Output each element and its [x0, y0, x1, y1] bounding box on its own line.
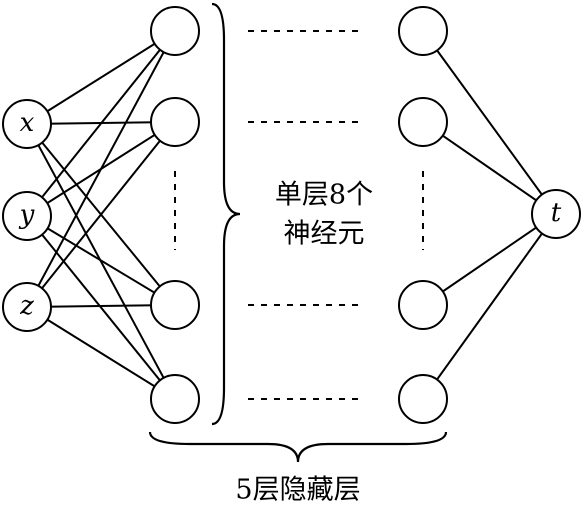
- input-labels: x y z: [19, 108, 35, 321]
- dotted-continuations: [174, 30, 424, 400]
- hidden-layers-label: 5层隐藏层: [235, 475, 360, 506]
- input-node-2: [2, 282, 52, 332]
- first-hidden-node-3: [150, 374, 200, 424]
- input-label-y: y: [19, 200, 35, 230]
- input-label-x: x: [20, 108, 35, 138]
- output-node: [531, 189, 581, 239]
- edge-input-1-hidden-3: [26, 215, 176, 400]
- layer-size-label-line1: 单层8个: [275, 180, 373, 211]
- last-hidden-node-2: [398, 280, 448, 330]
- edge-hidden-1-output: [422, 121, 557, 215]
- edge-hidden-3-output: [422, 213, 557, 400]
- last-hidden-node-1: [398, 97, 448, 147]
- first-hidden-node-1: [150, 97, 200, 147]
- edge-hidden-2-output: [422, 213, 557, 306]
- input-node-1: [2, 191, 52, 241]
- connections: [26, 30, 557, 400]
- edge-input-2-hidden-1: [26, 121, 176, 308]
- edge-input-2-hidden-0: [26, 30, 176, 308]
- first-hidden-node-0: [150, 6, 200, 56]
- bottom-brace: [148, 431, 448, 463]
- edge-input-1-hidden-2: [26, 215, 176, 306]
- edge-input-1-hidden-0: [26, 30, 176, 217]
- last-hidden-node-0: [398, 6, 448, 56]
- output-label-t: t: [551, 198, 562, 228]
- edge-hidden-0-output: [422, 30, 557, 215]
- input-label-z: z: [19, 291, 34, 321]
- last-hidden-node-3: [398, 374, 448, 424]
- edge-input-0-hidden-0: [26, 30, 176, 125]
- first-hidden-node-2: [150, 280, 200, 330]
- edge-input-2-hidden-3: [26, 306, 176, 400]
- input-node-0: [2, 99, 52, 149]
- right-brace: [211, 2, 241, 426]
- layer-size-label-line2: 神经元: [284, 219, 365, 250]
- neurons: [2, 6, 581, 424]
